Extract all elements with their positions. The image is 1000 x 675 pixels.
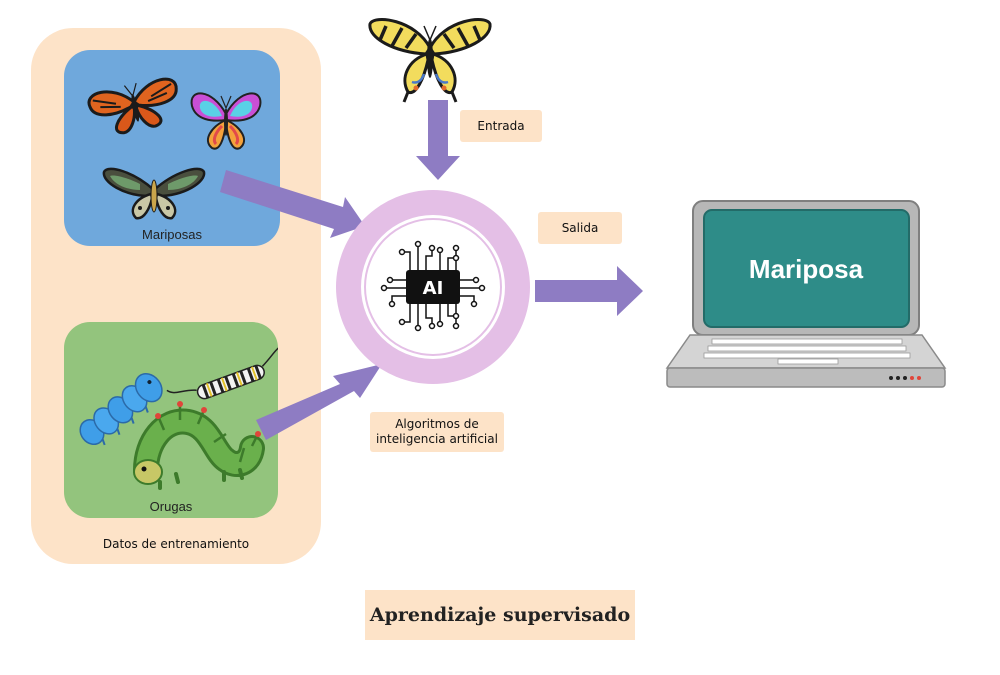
output-label: Salida — [538, 212, 622, 244]
arrow-input-to-ai — [416, 100, 460, 180]
ai-chip-text: AI — [423, 278, 444, 299]
algorithm-label-line1: Algoritmos de — [395, 417, 479, 431]
algorithm-label-line2: inteligencia artificial — [376, 432, 498, 446]
input-label: Entrada — [460, 110, 542, 142]
caterpillars-illustration — [79, 346, 278, 490]
monarch-caterpillar-icon — [166, 346, 278, 400]
arrow-caterpillars-to-ai — [256, 364, 382, 440]
butterflies-group: Mariposas — [64, 50, 280, 246]
swallowtail-butterfly-icon — [368, 17, 492, 103]
caterpillars-group: Orugas — [64, 322, 278, 518]
algorithm-label: Algoritmos de inteligencia artificial — [370, 412, 504, 452]
training-data-label: Datos de entrenamiento — [102, 537, 250, 551]
laptop-keyboard — [703, 338, 911, 365]
monarch-butterfly-icon — [87, 77, 178, 135]
laptop-screen — [703, 209, 910, 328]
arrow-butterflies-to-ai — [220, 170, 365, 238]
blue-caterpillar-icon — [79, 372, 163, 446]
birdwing-butterfly-icon — [102, 167, 206, 220]
butterflies-label: Mariposas — [142, 227, 202, 242]
laptop-icon: Mariposa — [665, 200, 947, 388]
arrow-ai-to-output — [535, 266, 643, 316]
ai-chip-icon: AI — [380, 240, 486, 332]
butterflies-illustration — [87, 77, 262, 220]
page-title: Aprendizaje supervisado — [365, 590, 635, 640]
caterpillars-label: Orugas — [149, 499, 193, 514]
rainbow-butterfly-icon — [190, 92, 262, 150]
green-caterpillar-icon — [133, 401, 265, 490]
laptop-screen-text: Mariposa — [749, 254, 864, 284]
